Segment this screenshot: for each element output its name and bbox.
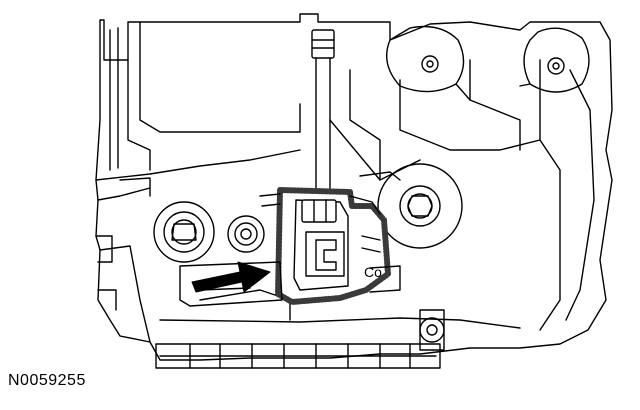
actuator-rod [311, 29, 335, 191]
center-bolt [227, 215, 265, 253]
left-side-details [95, 177, 151, 311]
figure-id-label: N0059255 [8, 372, 86, 389]
embossed-mark: Co [364, 264, 382, 280]
housing-outline [95, 13, 613, 361]
lower-right-boss [419, 309, 445, 351]
left-stud-boss [153, 201, 215, 263]
sensor-connector [275, 187, 391, 305]
upper-mounting-bosses [386, 25, 590, 101]
lower-ribs [155, 343, 441, 369]
right-stud-boss [377, 163, 463, 249]
right-arrow-icon [191, 261, 271, 293]
